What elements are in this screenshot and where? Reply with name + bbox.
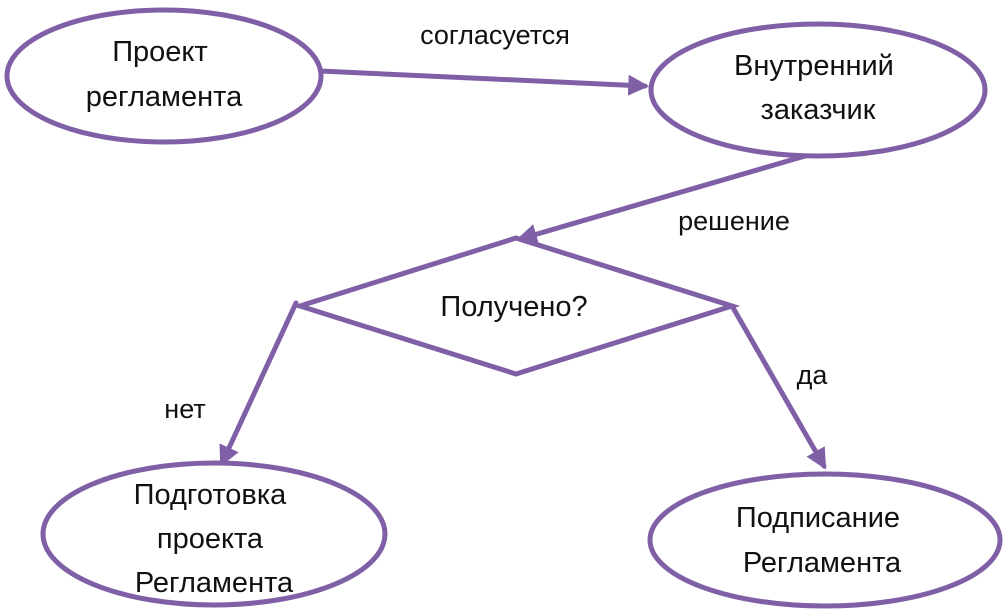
node-sign-regulation: Подписание Регламента: [647, 471, 1003, 609]
edge-label-no: нет: [164, 394, 205, 424]
node-draft-label: Проект регламента: [86, 36, 243, 113]
node-prepare-shape: [40, 460, 388, 608]
node-customer-line-2: заказчик: [761, 94, 876, 126]
node-decision-label: Получено?: [440, 291, 587, 323]
edge-label-solution: решение: [678, 206, 790, 236]
node-draft-shape: [4, 7, 324, 145]
node-customer-label: Внутренний заказчик: [734, 50, 902, 126]
edge-label-agree: согласуется: [420, 20, 570, 50]
arrow-customer-to-decision: [515, 153, 808, 245]
node-sign-line-1: Подписание: [736, 502, 900, 534]
node-prepare-line-3: Регламента: [135, 567, 294, 599]
node-prepare-line-1: Подготовка: [134, 479, 288, 511]
node-decision-shape: [291, 235, 741, 377]
arrow-decision-yes: [729, 303, 827, 470]
arrow-decision-no: [219, 300, 299, 467]
edge-label-yes: да: [797, 360, 829, 390]
node-customer-shape: [648, 21, 988, 159]
node-sign-shape: [647, 471, 1003, 609]
node-sign-label: Подписание Регламента: [736, 502, 908, 579]
node-draft-line-1: Проект: [112, 36, 208, 68]
node-prepare-label: Подготовка проекта Регламента: [134, 479, 295, 599]
node-prepare-draft: Подготовка проекта Регламента: [40, 460, 388, 608]
node-prepare-line-2: проекта: [157, 523, 264, 555]
node-internal-customer: Внутренний заказчик: [648, 21, 988, 159]
node-sign-line-2: Регламента: [743, 547, 902, 579]
node-customer-line-1: Внутренний: [734, 50, 894, 82]
node-decision-received: Получено?: [291, 235, 741, 377]
node-draft-regulation: Проект регламента: [4, 7, 324, 145]
node-draft-line-2: регламента: [86, 81, 243, 113]
arrow-draft-to-customer: [317, 68, 650, 96]
